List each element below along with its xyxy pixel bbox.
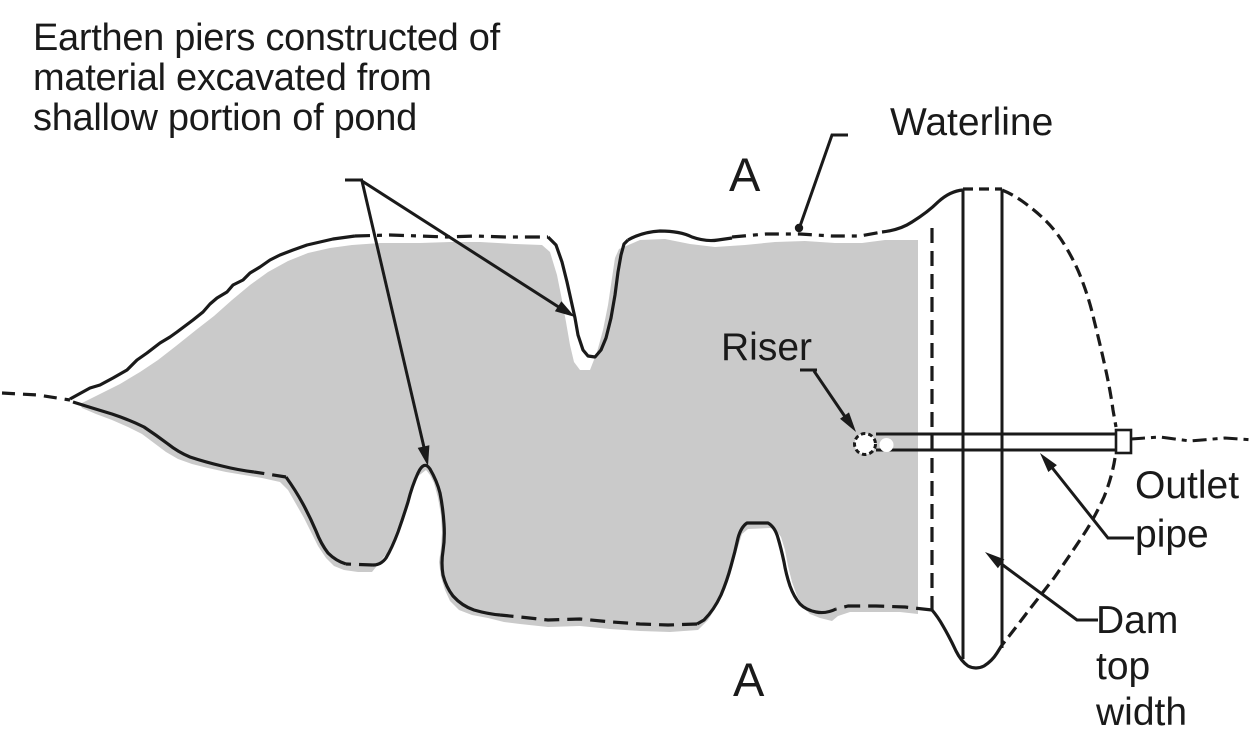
section-marker-a-top: A bbox=[729, 148, 761, 201]
riser-arrow bbox=[840, 412, 856, 432]
earthen-piers-leader-2 bbox=[360, 180, 428, 457]
pond-shore-bottom-dash-b bbox=[253, 470, 287, 479]
earthen-piers-arrow-2 bbox=[417, 445, 430, 466]
outlet-pipe-arrow bbox=[1040, 453, 1057, 472]
outlet-pipe-end-cap bbox=[1114, 428, 1133, 455]
pier-notch-top bbox=[546, 235, 630, 359]
outlet-pipe-label: Outlet pipe bbox=[1135, 464, 1240, 556]
pond-shore-bottom-left-2 bbox=[72, 400, 255, 474]
riser-leader bbox=[800, 368, 852, 425]
dam-bottom-curve bbox=[930, 608, 1004, 670]
earthen-piers-label: Earthen piers constructed of material ex… bbox=[33, 17, 500, 139]
section-marker-a-bottom: A bbox=[733, 653, 765, 706]
pipe-gap-dot bbox=[879, 438, 894, 452]
waterline-label: Waterline bbox=[890, 101, 1054, 144]
outlet-channel-dashed bbox=[1130, 435, 1255, 443]
pond-edge-left-tail bbox=[1, 391, 71, 402]
dam-left-slope bbox=[881, 188, 964, 234]
dam-outer-boundary-lower bbox=[1000, 457, 1117, 646]
dam-top-width-label: Dam top width bbox=[1096, 599, 1188, 734]
pond-shore-top-mid bbox=[627, 229, 733, 243]
pond-shallow-area bbox=[80, 239, 918, 632]
pier-notch-bottom-right bbox=[696, 521, 837, 626]
riser-label: Riser bbox=[721, 326, 813, 369]
pond-shore-top-left bbox=[69, 234, 356, 401]
dam-outer-boundary-upper bbox=[1001, 188, 1118, 428]
pier-notch-bottom-left bbox=[372, 463, 501, 617]
waterline-top-dashed-2 bbox=[731, 230, 883, 239]
waterline-leader-dot bbox=[794, 223, 804, 233]
pond-shore-bottom-mid-dashed bbox=[499, 613, 698, 627]
riser-circle bbox=[853, 432, 877, 456]
outlet-pipe-group bbox=[853, 428, 1255, 456]
dam-top-width-leader bbox=[991, 555, 1098, 622]
dam-top-width-arrow bbox=[985, 552, 1005, 569]
pond-shore-bottom-left-1 bbox=[284, 476, 347, 566]
outlet-pipe-leader bbox=[1044, 459, 1134, 540]
waterline-leader bbox=[797, 133, 848, 230]
earthen-piers-arrow-1 bbox=[554, 301, 575, 317]
pond-shore-bottom-right-dashed bbox=[835, 604, 933, 612]
earthen-piers-leader-1 bbox=[361, 179, 569, 315]
pond-shore-bottom-dash-a bbox=[345, 562, 374, 567]
